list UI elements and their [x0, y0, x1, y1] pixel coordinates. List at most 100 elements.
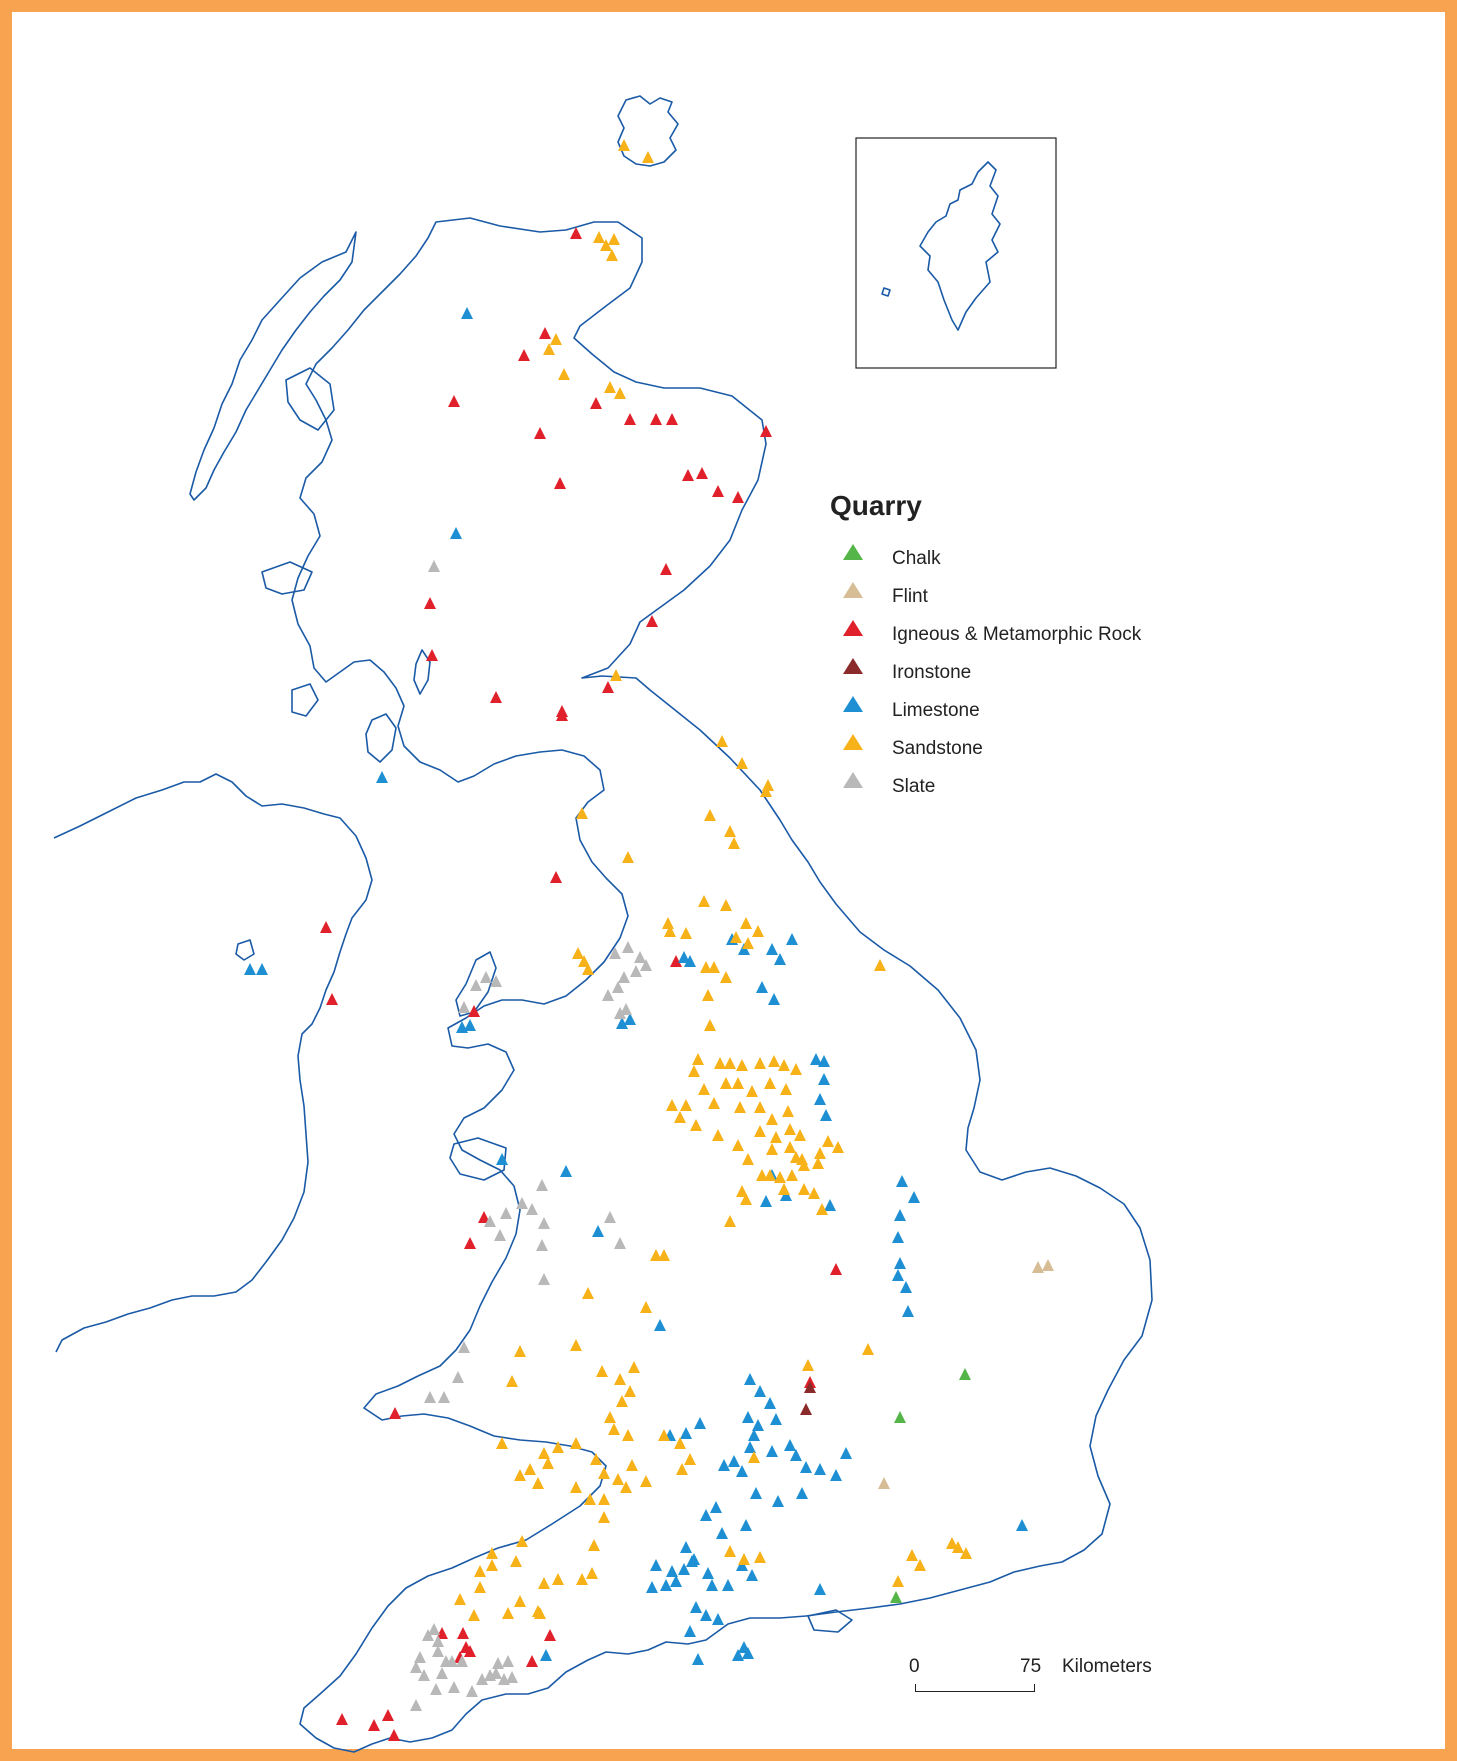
quarry-marker	[532, 1477, 544, 1489]
quarry-marker	[686, 1555, 698, 1567]
quarry-marker	[768, 993, 780, 1005]
quarry-marker	[604, 381, 616, 393]
quarry-marker	[514, 1345, 526, 1357]
quarry-marker	[614, 1007, 626, 1019]
legend-item-flint: Flint	[830, 578, 1230, 616]
quarry-marker	[804, 1381, 816, 1393]
quarry-marker	[784, 1141, 796, 1153]
quarry-marker	[622, 1429, 634, 1441]
quarry-marker	[432, 1645, 444, 1657]
quarry-marker	[622, 941, 634, 953]
quarry-marker	[650, 1559, 662, 1571]
quarry-marker	[959, 1368, 971, 1380]
quarry-marker	[640, 1475, 652, 1487]
quarry-marker	[822, 1135, 834, 1147]
quarry-marker	[602, 989, 614, 1001]
quarry-marker	[458, 1341, 470, 1353]
quarry-marker	[570, 227, 582, 239]
legend-symbol-ironstone	[843, 658, 863, 674]
quarry-marker	[722, 1579, 734, 1591]
quarry-marker	[480, 971, 492, 983]
quarry-marker	[754, 1125, 766, 1137]
quarry-marker	[382, 1709, 394, 1721]
quarry-marker	[461, 307, 473, 319]
quarry-marker	[752, 925, 764, 937]
quarry-marker	[730, 931, 742, 943]
quarry-marker	[750, 1487, 762, 1499]
quarry-marker	[578, 955, 590, 967]
quarry-marker	[424, 597, 436, 609]
quarry-marker	[598, 1511, 610, 1523]
quarry-marker	[800, 1461, 812, 1473]
quarry-marker	[740, 1519, 752, 1531]
quarry-marker	[616, 1017, 628, 1029]
quarry-marker	[690, 1601, 702, 1613]
quarry-marker	[664, 925, 676, 937]
quarry-marker	[894, 1209, 906, 1221]
quarry-marker	[796, 1153, 808, 1165]
quarry-marker	[256, 963, 268, 975]
quarry-marker	[582, 963, 594, 975]
quarry-marker	[457, 1627, 469, 1639]
legend: Quarry Chalk Flint Igneous & Metamorphic…	[830, 490, 1230, 806]
quarry-marker	[704, 809, 716, 821]
quarry-marker	[634, 951, 646, 963]
quarry-marker	[582, 1287, 594, 1299]
quarry-marker	[608, 233, 620, 245]
quarry-marker	[794, 1129, 806, 1141]
legend-symbols	[843, 544, 863, 788]
quarry-marker	[724, 1057, 736, 1069]
quarry-marker	[496, 1437, 508, 1449]
quarry-marker	[724, 1545, 736, 1557]
quarry-marker	[464, 1019, 476, 1031]
quarry-marker	[614, 387, 626, 399]
skye-island	[285, 367, 335, 431]
quarry-marker	[786, 933, 798, 945]
quarry-marker	[368, 1719, 380, 1731]
legend-item-sandstone: Sandstone	[830, 730, 1230, 768]
quarry-marker	[702, 989, 714, 1001]
quarry-marker	[700, 1609, 712, 1621]
quarry-marker	[728, 1455, 740, 1467]
quarry-marker	[616, 1395, 628, 1407]
quarry-marker	[436, 1667, 448, 1679]
quarry-marker	[614, 1373, 626, 1385]
quarry-marker	[702, 1567, 714, 1579]
quarry-marker	[680, 1541, 692, 1553]
quarry-marker	[539, 327, 551, 339]
quarry-marker	[606, 249, 618, 261]
quarry-marker	[902, 1305, 914, 1317]
quarry-marker	[534, 1607, 546, 1619]
quarry-marker	[724, 825, 736, 837]
quarry-marker	[746, 1569, 758, 1581]
quarry-marker	[430, 1683, 442, 1695]
quarry-marker	[716, 735, 728, 747]
quarry-marker	[650, 413, 662, 425]
quarry-marker	[684, 1625, 696, 1637]
quarry-marker	[440, 1655, 452, 1667]
quarry-marker	[538, 1577, 550, 1589]
quarry-marker	[760, 785, 772, 797]
quarry-marker	[624, 413, 636, 425]
quarry-marker	[492, 1657, 504, 1669]
quarry-marker	[732, 491, 744, 503]
quarry-marker	[448, 1681, 460, 1693]
quarry-marker	[732, 1649, 744, 1661]
quarry-marker	[470, 979, 482, 991]
quarry-marker	[800, 1403, 812, 1415]
quarry-marker	[818, 1055, 830, 1067]
quarry-marker	[336, 1713, 348, 1725]
quarry-marker	[816, 1203, 828, 1215]
quarry-marker	[424, 1391, 436, 1403]
quarry-marker	[952, 1541, 964, 1553]
quarry-marker	[640, 1301, 652, 1313]
quarry-marker	[812, 1157, 824, 1169]
quarry-marker	[830, 1469, 842, 1481]
quarry-marker	[458, 1001, 470, 1013]
quarry-marker	[714, 1057, 726, 1069]
quarry-marker	[892, 1575, 904, 1587]
legend-label-igneous: Igneous & Metamorphic Rock	[892, 624, 1142, 645]
quarry-marker	[496, 1153, 508, 1165]
quarry-marker	[790, 1449, 802, 1461]
quarry-marker	[464, 1645, 476, 1657]
